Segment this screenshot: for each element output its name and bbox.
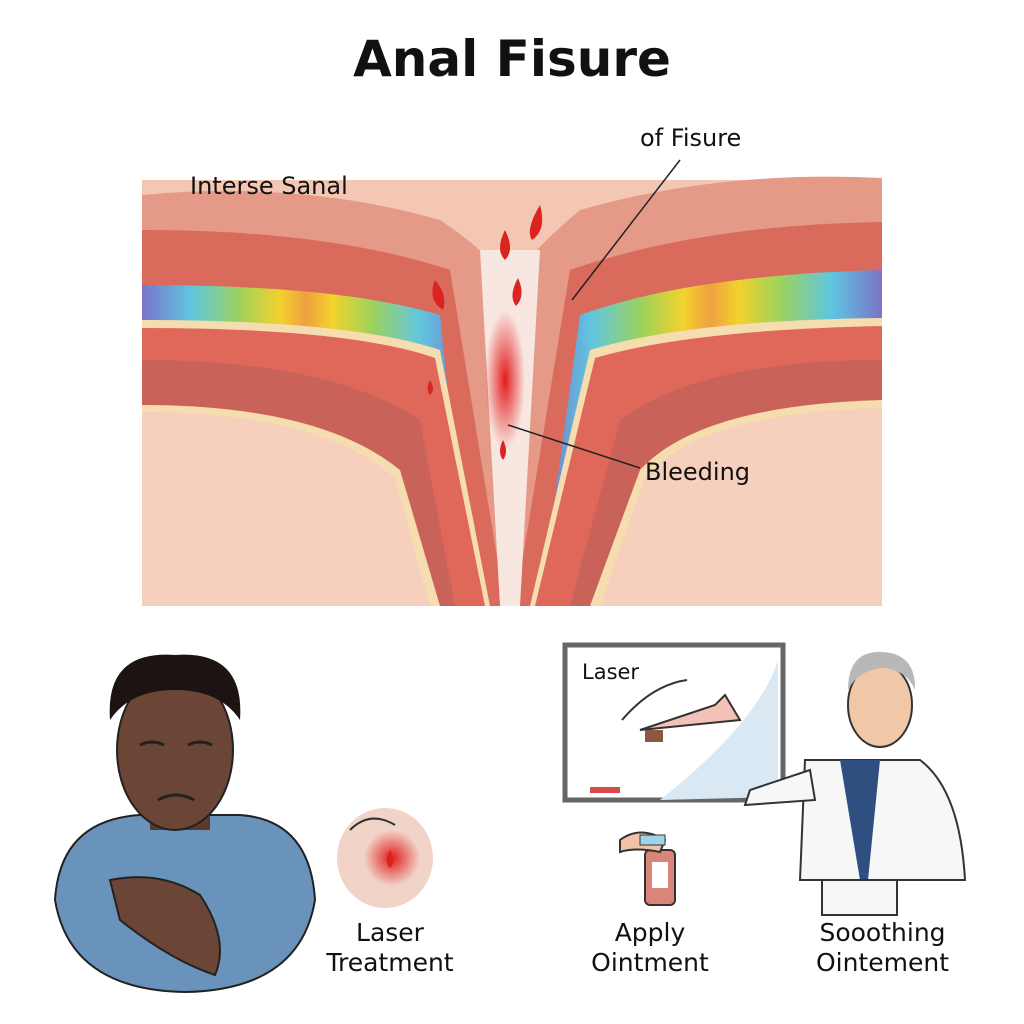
blood-drops (427, 205, 543, 460)
caption-line: Laser (356, 918, 424, 947)
page-title: Anal Fisure (353, 30, 671, 88)
fissure-pointer-line (571, 159, 681, 301)
caption-line: Sooothing (819, 918, 946, 947)
caption-line: Apply (614, 918, 686, 947)
laser-treatment-illustration (337, 808, 433, 908)
ointment-illustration (619, 831, 676, 906)
doctor-illustration (743, 651, 967, 916)
bleeding-label: Bleeding (645, 458, 751, 486)
laser-treatment-caption: Laser Treatment (320, 918, 460, 978)
fissure-label: of Fisure (640, 124, 742, 152)
whiteboard-label: Laser (582, 660, 640, 684)
soothing-ointment-caption: Sooothing Ointement (800, 918, 965, 978)
apply-ointment-caption: Apply Ointment (580, 918, 720, 978)
caption-line: Treatment (326, 948, 454, 977)
tissue-layers (142, 176, 882, 606)
bleeding-pointer-line (507, 424, 641, 469)
whiteboard (562, 642, 786, 803)
caption-line: Ointment (591, 948, 709, 977)
caption-line: Ointement (815, 948, 950, 977)
layer-label: Interse Sanal (190, 172, 348, 200)
patient-illustration (53, 654, 317, 994)
